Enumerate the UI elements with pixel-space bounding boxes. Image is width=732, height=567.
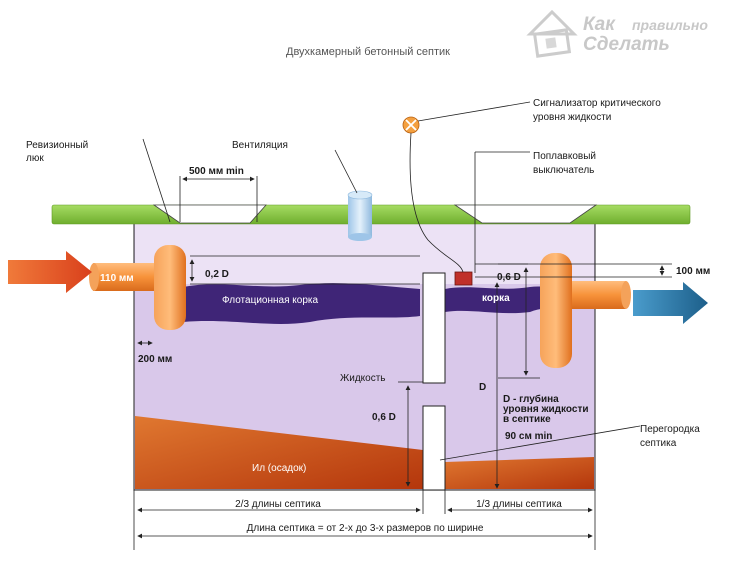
label-min-depth: 90 см min [505,431,552,442]
label-depth-desc-1: D - глубина [503,393,559,405]
label-inlet-drop: 0,2 D [205,269,229,280]
revision-hatch-right [453,204,598,224]
flotation-crust-left [183,283,420,324]
label-depth-d: D [479,382,486,393]
label-sludge: Ил (осадок) [252,463,306,474]
label-liquid: Жидкость [340,373,386,384]
label-wall-gap: 200 мм [138,354,172,365]
inlet-flow-arrow-icon [8,251,92,293]
label-ventilation: Вентиляция [232,140,288,151]
revision-hatch-left [152,204,267,224]
label-alarm-1: Сигнализатор критического [533,98,661,109]
sludge-right [445,457,594,489]
site-logo: Как правильно Сделать [526,9,708,58]
label-partition-1: Перегородка [640,424,700,435]
label-depth-desc-2: уровня жидкости [503,404,589,415]
label-revision-hatch-2: люк [26,153,44,164]
label-flotation-crust: Флотационная корка [222,295,318,306]
diagram-title: Двухкамерный бетонный септик [286,46,450,58]
alarm-lamp-icon [402,116,420,134]
label-inlet-pipe: 110 мм [100,273,134,284]
float-switch-icon [454,271,473,286]
label-outlet-offset: 100 мм [676,266,710,277]
label-alarm-2: уровня жидкости [533,112,611,123]
ventilation-pipe [347,190,373,241]
logo-line1: Как [583,14,616,35]
sludge-left [135,416,423,489]
outlet-flow-arrow-icon [633,282,708,324]
partition-lower [422,405,446,491]
label-float-2: выключатель [533,165,594,176]
label-two-thirds: 2/3 длины септика [235,499,321,510]
label-partition-gap: 0,6 D [372,412,396,423]
logo-line2: Сделать [583,34,670,55]
label-float-1: Поплавковый [533,151,596,162]
inlet-pipe [89,245,186,330]
label-partition-2: септика [640,438,677,449]
partition-upper [422,272,446,384]
logo-line1b: правильно [632,17,708,33]
label-total-length: Длина септика = от 2-х до 3-х размеров п… [247,523,484,534]
house-icon [526,9,578,58]
alarm-cable [409,132,464,273]
outlet-pipe [540,253,631,368]
label-depth-desc-3: в септике [503,414,551,425]
label-one-third: 1/3 длины септика [476,499,562,510]
label-outlet-drop: 0,6 D [497,272,521,283]
label-crust: корка [482,293,510,304]
label-hatch-width: 500 мм min [189,166,244,177]
label-revision-hatch-1: Ревизионный [26,140,88,151]
